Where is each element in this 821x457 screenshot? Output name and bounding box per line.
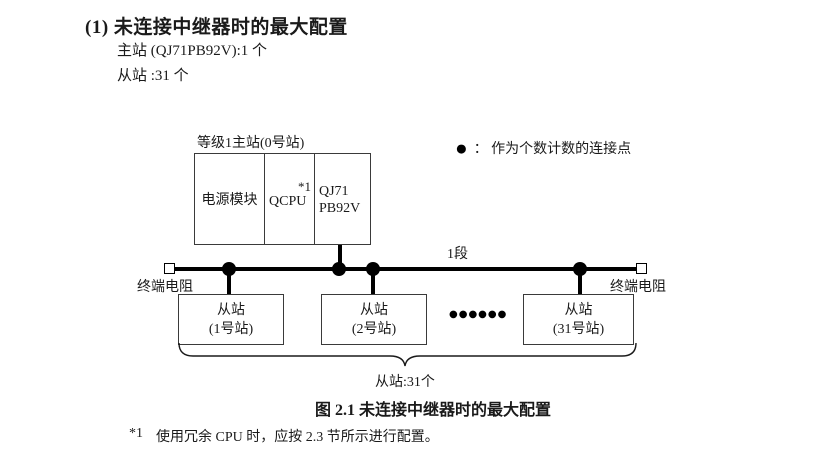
connection-dot <box>222 262 236 276</box>
network-module-label-line2: PB92V <box>319 201 361 216</box>
slave-group-brace <box>178 343 637 367</box>
terminator-label-left: 终端电阻 <box>137 280 193 295</box>
slave-label-line2: (31号站) <box>552 321 605 337</box>
drop-line-master <box>338 245 342 271</box>
legend: ● ： 作为个数计数的连接点 <box>455 136 632 160</box>
figure-caption: 图 2.1 未连接中继器时的最大配置 <box>314 402 551 419</box>
drop-line-slave31 <box>578 271 582 294</box>
footnote-text: 使用冗余 CPU 时，应按 2.3 节所示进行配置。 <box>156 430 439 445</box>
segment-label: 1段 <box>447 247 468 262</box>
cpu-label: QCPU <box>269 194 307 209</box>
slave-label-line1: 从站 <box>360 302 388 318</box>
drop-line-slave1 <box>227 271 231 294</box>
master-station-label: 等级1主站(0号站) <box>197 136 305 151</box>
master-count-line: 主站 (QJ71PB92V):1 个 <box>117 43 268 59</box>
power-module-label: 电源模块 <box>201 193 258 208</box>
connection-dot-icon: ● <box>455 136 468 160</box>
footnote-marker: *1 <box>129 426 143 441</box>
section-heading: (1) 未连接中继器时的最大配置 <box>85 17 348 38</box>
slave-station-box-1: 从站 (1号站) <box>178 294 284 345</box>
drop-line-slave2 <box>371 271 375 294</box>
terminator-label-right: 终端电阻 <box>610 280 666 295</box>
slave-count-line: 从站 :31 个 <box>117 68 189 84</box>
slave-label-line2: (2号站) <box>351 321 397 337</box>
ellipsis-dots: ●●●●●● <box>449 309 508 320</box>
slave-label-line2: (1号站) <box>208 321 254 337</box>
connection-dot <box>573 262 587 276</box>
slave-total-label: 从站:31个 <box>375 375 435 390</box>
slave-station-box-31: 从站 (31号站) <box>523 294 634 345</box>
module-cpu: *1 QCPU <box>265 154 315 244</box>
bus-line <box>174 267 637 271</box>
module-network: QJ71 PB92V <box>315 154 370 244</box>
slave-station-box-2: 从站 (2号站) <box>321 294 427 345</box>
slave-label-line1: 从站 <box>564 302 593 318</box>
legend-text: ： 作为个数计数的连接点 <box>473 142 632 157</box>
footnote: *1 使用冗余 CPU 时，应按 2.3 节所示进行配置。 <box>129 426 439 446</box>
cpu-footnote-marker: *1 <box>298 179 311 194</box>
connection-dot <box>332 262 346 276</box>
network-module-label-line1: QJ71 <box>319 184 349 199</box>
slave-label-line1: 从站 <box>217 302 245 318</box>
master-station-box: 电源模块 *1 QCPU QJ71 PB92V <box>194 153 371 245</box>
terminator-square-left <box>164 263 175 274</box>
terminator-square-right <box>636 263 647 274</box>
connection-dot <box>366 262 380 276</box>
module-power-supply: 电源模块 <box>195 154 265 244</box>
